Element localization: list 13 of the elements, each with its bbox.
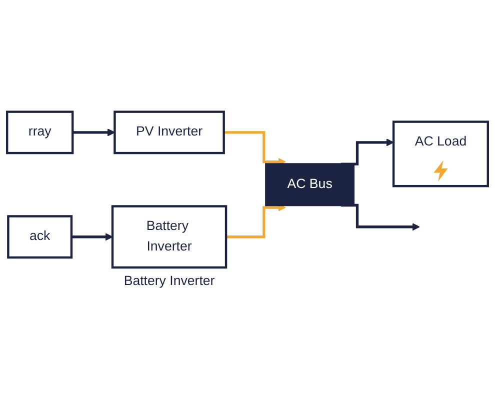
arrow: [71, 232, 113, 241]
arrow: [226, 204, 286, 238]
node-box: rray: [6, 110, 74, 154]
arrow: [224, 131, 286, 166]
node-box: PV Inverter: [114, 110, 225, 154]
arrow: [340, 138, 394, 166]
arrow: [72, 128, 116, 136]
node-box: ack: [7, 215, 73, 259]
node-caption: Battery Inverter: [124, 273, 215, 288]
arrow: [340, 204, 420, 231]
node-box: Battery Inverter: [111, 205, 228, 269]
node-box: AC Load: [392, 120, 490, 188]
node-box: AC Bus: [265, 163, 355, 206]
